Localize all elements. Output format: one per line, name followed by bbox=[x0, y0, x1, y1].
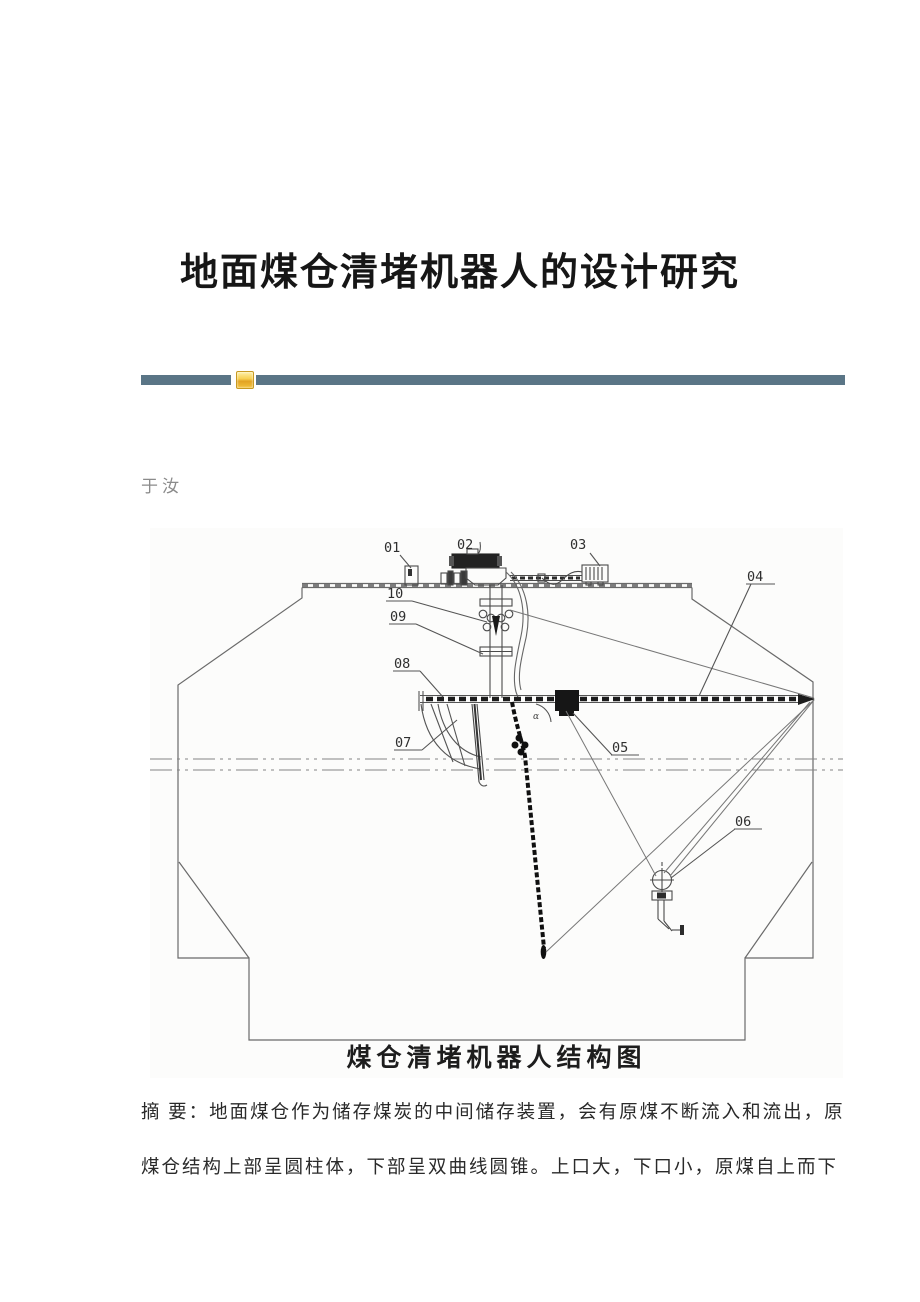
figure-image: α bbox=[150, 528, 843, 1078]
figure-label-03: 03 bbox=[570, 537, 586, 553]
scoop-cutter bbox=[420, 703, 552, 787]
figure-label-09: 09 bbox=[390, 609, 406, 625]
figure-label-01: 01 bbox=[384, 540, 400, 556]
figure-caption: 煤仓清堵机器人结构图 bbox=[346, 1045, 647, 1072]
page-title: 地面煤仓清堵机器人的设计研究 bbox=[179, 252, 740, 295]
bunker-outline bbox=[177, 582, 814, 1041]
leader-lines bbox=[386, 541, 775, 879]
tip-cables bbox=[545, 699, 815, 953]
structure-diagram: α bbox=[150, 537, 843, 1041]
figure-label-05: 05 bbox=[612, 740, 628, 756]
divider-bar-left bbox=[141, 375, 231, 385]
figure-label-08: 08 bbox=[394, 656, 410, 672]
nozzle-device bbox=[650, 862, 684, 935]
figure-label-06: 06 bbox=[735, 814, 751, 830]
abstract-line: 摘 要：地面煤仓作为储存煤炭的中间储存装置，会有原煤不断流入和流出，原 bbox=[141, 1103, 845, 1123]
alpha-angle-label: α bbox=[533, 712, 539, 722]
top-machinery bbox=[404, 548, 609, 586]
figure-label-02: 02 bbox=[457, 537, 473, 553]
figure-label-07: 07 bbox=[395, 735, 411, 751]
figure-label-04: 04 bbox=[747, 569, 763, 585]
abstract-line: 煤仓结构上部呈圆柱体，下部呈双曲线圆锥。上口大，下口小，原煤自上而下 bbox=[141, 1158, 839, 1178]
divider-bar-right bbox=[256, 375, 845, 385]
telescopic-arm bbox=[418, 609, 815, 716]
author-name: 于汝 bbox=[141, 477, 183, 496]
gold-button-icon bbox=[236, 371, 254, 389]
figure-label-10: 10 bbox=[387, 586, 403, 602]
center-lines bbox=[150, 758, 843, 771]
robot-column bbox=[478, 571, 529, 701]
drill-chain bbox=[510, 701, 547, 959]
